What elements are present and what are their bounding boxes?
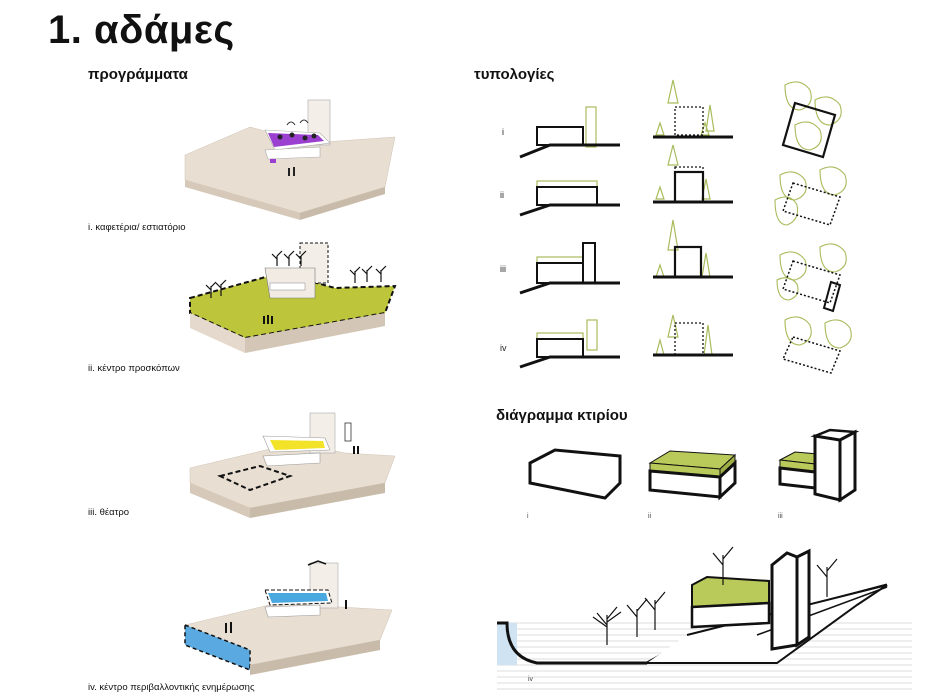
typology-sections	[519, 106, 620, 369]
program-4-axonometric	[184, 560, 393, 675]
program-2-axonometric	[189, 242, 397, 353]
typology-plans	[774, 81, 852, 374]
typology-row-label-3: iii	[500, 264, 506, 274]
program-caption-4: iv. κέντρο περιβαλλοντικής ενημέρωσης	[88, 682, 255, 693]
building-diagram-heading: διάγραμμα κτιρίου	[496, 407, 628, 424]
typology-elevations	[653, 79, 733, 357]
diagram-label-2: ii	[648, 513, 652, 520]
diagram-label-1: i	[527, 513, 529, 520]
page-title: 1. αδάμες	[48, 8, 235, 52]
program-3-axonometric	[189, 412, 396, 518]
program-caption-1: i. καφετέρια/ εστιατόριο	[88, 222, 186, 233]
typology-row-label-2: ii	[500, 190, 504, 200]
building-diagram-1	[528, 448, 622, 500]
program-caption-2: ii. κέντρο προσκόπων	[88, 363, 180, 374]
building-diagram-3	[778, 428, 860, 503]
programs-heading: προγράμματα	[88, 66, 188, 83]
typology-row-label-4: iv	[500, 343, 507, 353]
typology-row-label-1: i	[502, 127, 504, 137]
program-1-axonometric	[184, 99, 396, 220]
program-caption-3: iii. θέατρο	[88, 507, 130, 518]
typologies-heading: τυπολογίες	[474, 66, 555, 83]
building-diagram-2	[648, 450, 737, 501]
site-section	[497, 546, 912, 690]
diagram-label-3: iii	[778, 513, 783, 520]
section-label: iv	[528, 676, 534, 683]
